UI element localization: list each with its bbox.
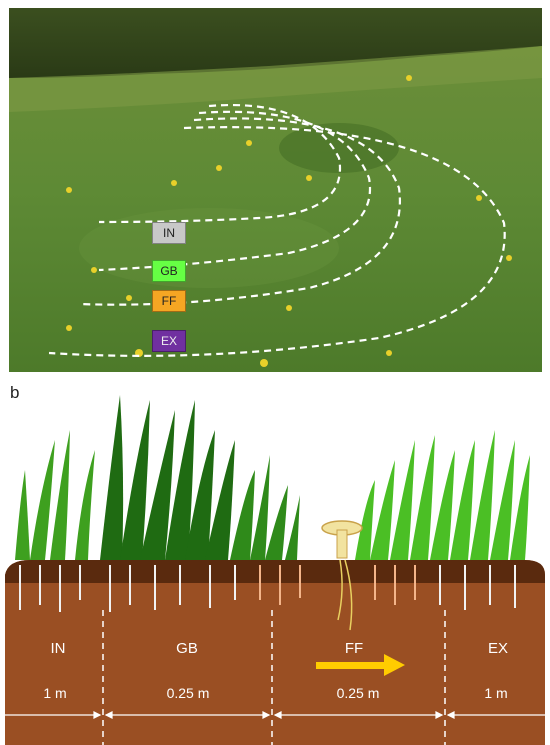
zone-name-in: IN [50, 640, 66, 657]
grass-icon [15, 395, 530, 560]
zone-tag-in: IN [152, 222, 186, 244]
growth-direction-arrow [316, 654, 405, 676]
ring-ex [48, 126, 506, 357]
zone-width-ex: 1 m [484, 685, 508, 701]
zone-name-gb: GB [176, 640, 198, 657]
meadow-photo [9, 8, 542, 372]
zone-width-gb: 0.25 m [166, 685, 210, 701]
root-icon [19, 559, 516, 631]
fairy-ring-cross-section [5, 395, 545, 745]
zone-name-ff: FF [344, 640, 364, 657]
tree-line [9, 8, 542, 78]
width-arrows [5, 711, 545, 719]
zone-name-ex: EX [487, 640, 508, 657]
panel-label-b: b [10, 383, 20, 402]
zone-tag-ex: EX [152, 330, 186, 352]
soil-block [5, 560, 545, 745]
zone-boundaries [102, 610, 446, 745]
zone-width-in: 1 m [43, 685, 67, 701]
ring-gb [98, 110, 372, 272]
mushroom-icon [321, 520, 363, 559]
zone-tag-gb: GB [152, 260, 186, 282]
ring-in [98, 104, 342, 224]
zone-tag-ff: FF [152, 290, 186, 312]
zone-width-ff: 0.25 m [336, 685, 380, 701]
